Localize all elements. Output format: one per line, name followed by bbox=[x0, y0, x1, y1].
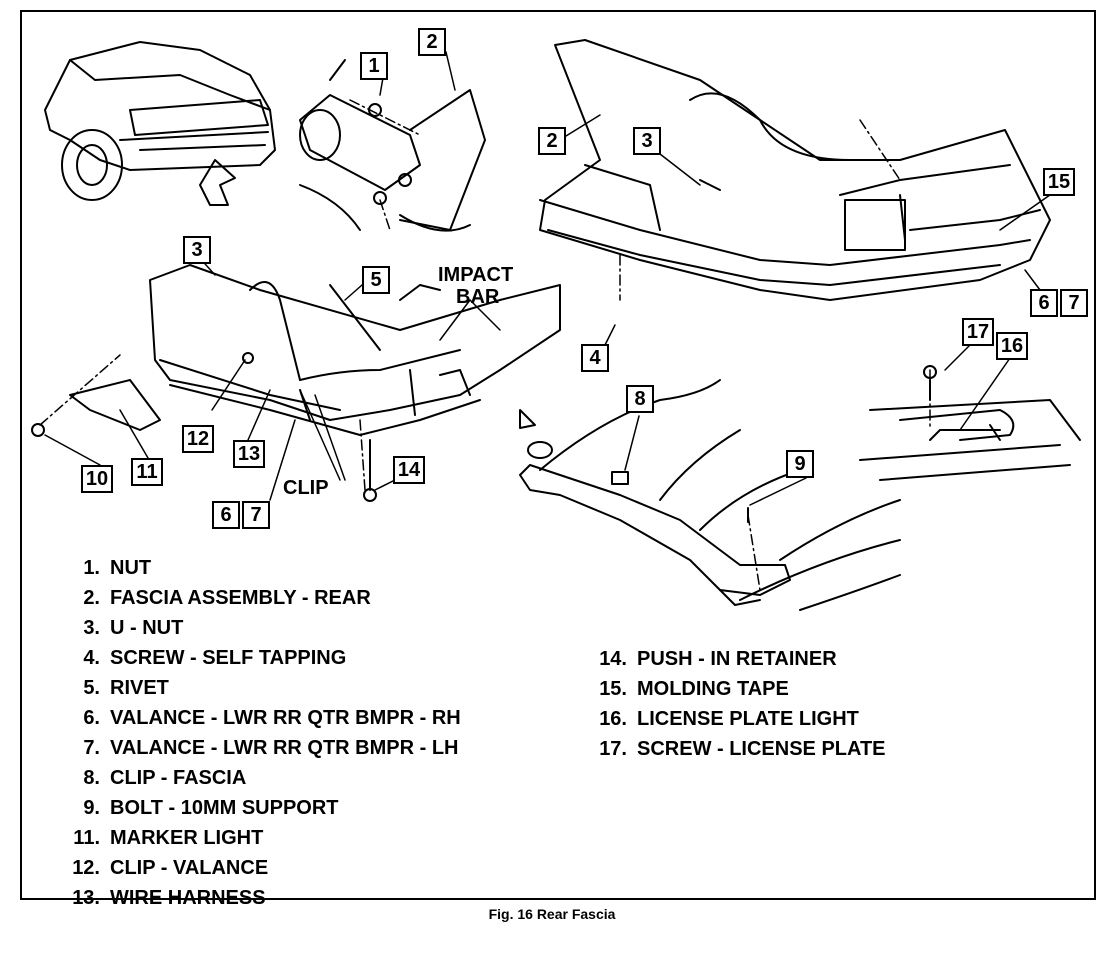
legend-item-number: 13. bbox=[72, 887, 100, 909]
legend-item-text: RIVET bbox=[110, 677, 169, 699]
nut-detail-drawing bbox=[299, 59, 486, 232]
legend-item-number: 7. bbox=[83, 737, 100, 759]
callout-14: 14 bbox=[393, 456, 425, 484]
callout-9: 9 bbox=[786, 450, 814, 478]
legend-item-text: MARKER LIGHT bbox=[110, 827, 264, 849]
legend-item-text: FASCIA ASSEMBLY - REAR bbox=[110, 587, 371, 609]
callout-4: 4 bbox=[581, 344, 609, 372]
callout-6: 6 bbox=[212, 501, 240, 529]
legend-item: 12. CLIP - VALANCE bbox=[58, 853, 461, 883]
callout-3: 3 bbox=[633, 127, 661, 155]
callout-5: 5 bbox=[362, 266, 390, 294]
legend-item-number: 16. bbox=[599, 708, 627, 730]
leader-lines bbox=[39, 99, 931, 591]
legend-item-text: VALANCE - LWR RR QTR BMPR - RH bbox=[110, 707, 461, 729]
legend-item-text: SCREW - LICENSE PLATE bbox=[637, 738, 886, 760]
legend-item: 1. NUT bbox=[58, 553, 461, 583]
callout-leaders bbox=[44, 51, 1058, 506]
legend-item: 9. BOLT - 10MM SUPPORT bbox=[58, 793, 461, 823]
legend-item-number: 15. bbox=[599, 678, 627, 700]
support-bracket-drawing bbox=[519, 379, 901, 611]
legend-item: 14. PUSH - IN RETAINER bbox=[585, 644, 886, 674]
legend-item-number: 11. bbox=[73, 827, 100, 849]
legend-item-number: 1. bbox=[83, 557, 100, 579]
legend-item-text: MOLDING TAPE bbox=[637, 678, 789, 700]
callout-8: 8 bbox=[626, 385, 654, 413]
legend-item: 16. LICENSE PLATE LIGHT bbox=[585, 704, 886, 734]
legend-item-number: 12. bbox=[72, 857, 100, 879]
legend-item-text: LICENSE PLATE LIGHT bbox=[637, 708, 859, 730]
legend-item-text: VALANCE - LWR RR QTR BMPR - LH bbox=[110, 737, 459, 759]
legend-item-text: CLIP - FASCIA bbox=[110, 767, 247, 789]
legend-item: 15. MOLDING TAPE bbox=[585, 674, 886, 704]
callout-3: 3 bbox=[183, 236, 211, 264]
callout-16: 16 bbox=[996, 332, 1028, 360]
legend-item-text: WIRE HARNESS bbox=[110, 887, 266, 909]
parts-legend-right: 14. PUSH - IN RETAINER 15. MOLDING TAPE 16. L… bbox=[585, 644, 886, 764]
legend-item: 13. WIRE HARNESS bbox=[58, 883, 461, 913]
fascia-valance-assembly-drawing bbox=[31, 264, 561, 502]
legend-item-text: CLIP - VALANCE bbox=[110, 857, 269, 879]
legend-item-text: SCREW - SELF TAPPING bbox=[110, 647, 347, 669]
callout-7: 7 bbox=[242, 501, 270, 529]
callout-1: 1 bbox=[360, 52, 388, 80]
legend-item-number: 3. bbox=[83, 617, 100, 639]
callout-15: 15 bbox=[1043, 168, 1075, 196]
impact-label-line2: BAR bbox=[456, 286, 500, 308]
legend-item-number: 9. bbox=[83, 797, 100, 819]
callout-11: 11 bbox=[131, 458, 163, 486]
impact-label-line1: IMPACT bbox=[438, 264, 514, 286]
legend-item-number: 4. bbox=[83, 647, 100, 669]
callout-12: 12 bbox=[182, 425, 214, 453]
legend-item: 2. FASCIA ASSEMBLY - REAR bbox=[58, 583, 461, 613]
figure-caption: Fig. 16 Rear Fascia bbox=[488, 906, 616, 922]
clip-label: CLIP bbox=[283, 477, 329, 499]
legend-item-number: 6. bbox=[83, 707, 100, 729]
legend-item-number: 2. bbox=[83, 587, 100, 609]
legend-item-number: 5. bbox=[83, 677, 100, 699]
parts-legend-left: 1. NUT 2. FASCIA ASSEMBLY - REAR 3. U - NUT 4.… bbox=[58, 553, 461, 913]
legend-item: 6. VALANCE - LWR RR QTR BMPR - RH bbox=[58, 703, 461, 733]
legend-item-text: U - NUT bbox=[110, 617, 184, 639]
callout-13: 13 bbox=[233, 440, 265, 468]
legend-item: 3. U - NUT bbox=[58, 613, 461, 643]
license-plate-light-drawing bbox=[859, 365, 1081, 481]
legend-item: 11. MARKER LIGHT bbox=[58, 823, 461, 853]
impact-bar-label: IMPACT BAR bbox=[438, 264, 513, 308]
legend-item-number: 17. bbox=[599, 738, 627, 760]
callout-6: 6 bbox=[1030, 289, 1058, 317]
callout-2: 2 bbox=[538, 127, 566, 155]
legend-item-text: BOLT - 10MM SUPPORT bbox=[110, 797, 339, 819]
legend-item-number: 14. bbox=[599, 648, 627, 670]
car-rear-view-drawing bbox=[44, 41, 276, 206]
legend-item-text: PUSH - IN RETAINER bbox=[637, 648, 837, 670]
legend-item: 17. SCREW - LICENSE PLATE bbox=[585, 734, 886, 764]
callout-17: 17 bbox=[962, 318, 994, 346]
legend-item: 5. RIVET bbox=[58, 673, 461, 703]
legend-item: 4. SCREW - SELF TAPPING bbox=[58, 643, 461, 673]
figure-frame bbox=[20, 10, 1096, 900]
callout-10: 10 bbox=[81, 465, 113, 493]
callout-7: 7 bbox=[1060, 289, 1088, 317]
legend-item: 7. VALANCE - LWR RR QTR BMPR - LH bbox=[58, 733, 461, 763]
rear-fascia-assembly-drawing bbox=[539, 39, 1051, 301]
legend-item-text: NUT bbox=[110, 557, 152, 579]
legend-item: 8. CLIP - FASCIA bbox=[58, 763, 461, 793]
callout-2: 2 bbox=[418, 28, 446, 56]
legend-item-number: 8. bbox=[83, 767, 100, 789]
